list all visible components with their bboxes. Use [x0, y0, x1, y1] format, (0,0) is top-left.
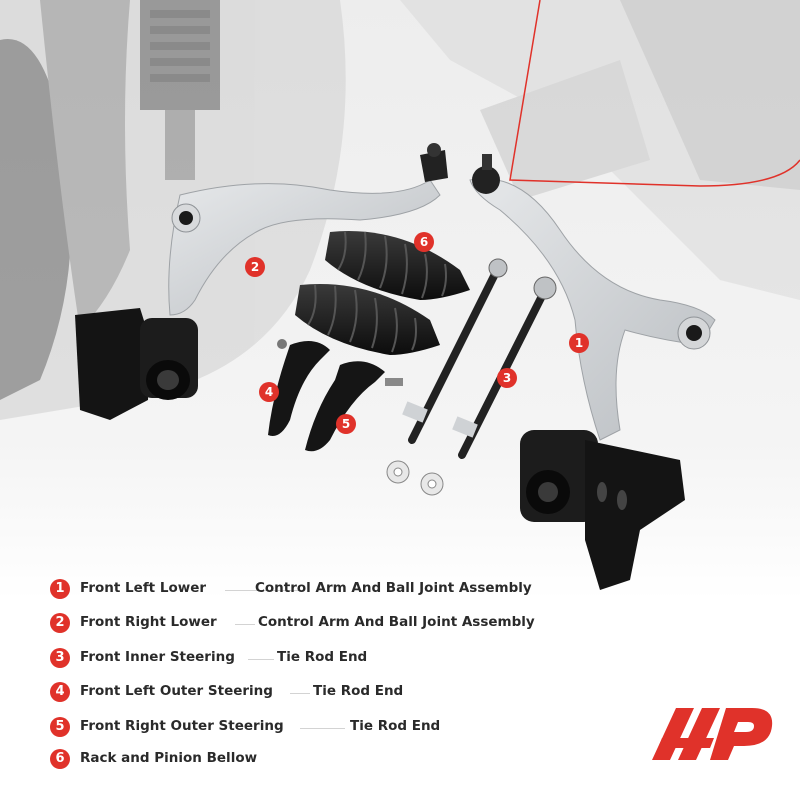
callout-3: 3	[497, 368, 517, 388]
a-premium-logo	[652, 708, 773, 760]
callout-2: 2	[245, 257, 265, 277]
control-arm-left	[469, 154, 716, 441]
outer-tie-rod-right	[305, 361, 403, 452]
callout-6: 6	[414, 232, 434, 252]
callout-1: 1	[569, 333, 589, 353]
accent-curve	[509, 0, 800, 187]
washers	[386, 460, 444, 496]
inner-tie-rod-left	[402, 258, 508, 444]
bushing-bracket-left	[75, 308, 198, 420]
rack-pinion-bellow-upper	[325, 231, 470, 300]
frame-background	[400, 0, 800, 300]
rack-pinion-bellow-lower	[295, 284, 440, 355]
bushing-bracket-right	[520, 430, 685, 590]
callout-5: 5	[336, 414, 356, 434]
callout-4: 4	[259, 382, 279, 402]
outer-tie-rod-left	[268, 339, 330, 436]
control-arm-right	[168, 143, 448, 316]
